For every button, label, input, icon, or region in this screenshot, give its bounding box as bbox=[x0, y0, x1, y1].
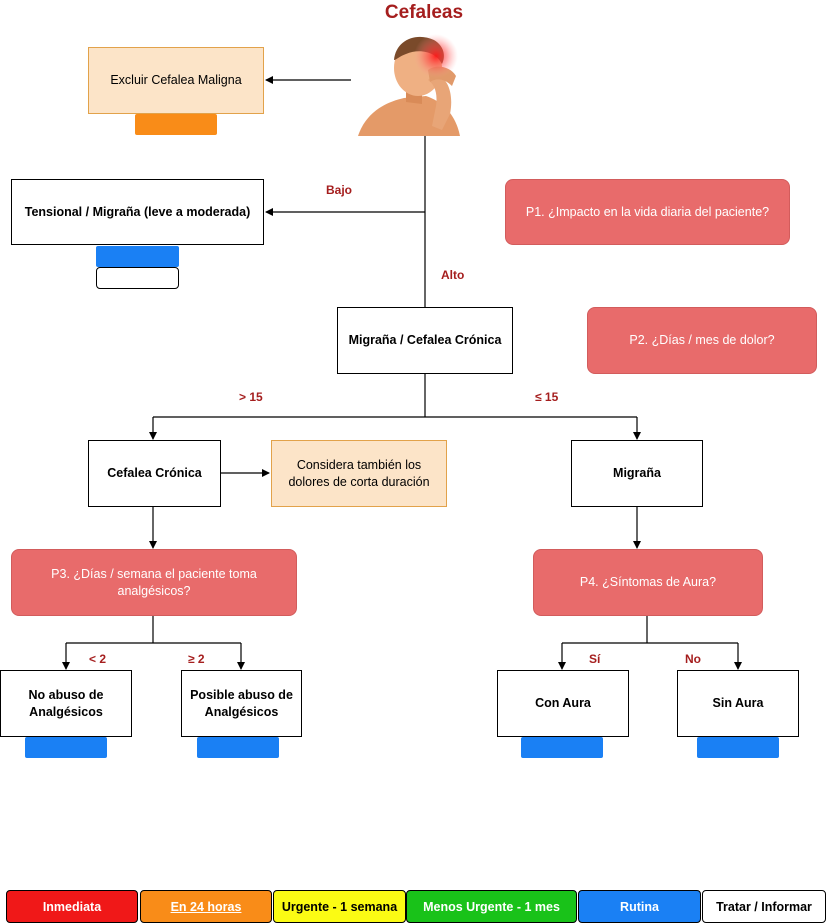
question-p2-node: P2. ¿Días / mes de dolor? bbox=[587, 307, 817, 374]
edge-label-le15: ≤ 15 bbox=[535, 390, 559, 404]
edge-label-gt15: > 15 bbox=[239, 390, 263, 404]
edge-label-ge2: ≥ 2 bbox=[188, 652, 205, 666]
without-aura-node: Sin Aura bbox=[677, 670, 799, 737]
urgency-chip-24h bbox=[135, 114, 217, 135]
with-aura-node: Con Aura bbox=[497, 670, 629, 737]
question-p3-node: P3. ¿Días / semana el paciente toma anal… bbox=[11, 549, 297, 616]
urgency-chip-routine bbox=[521, 737, 603, 758]
short-duration-note-node: Considera también los dolores de corta d… bbox=[271, 440, 447, 507]
question-p1-node: P1. ¿Impacto en la vida diaria del pacie… bbox=[505, 179, 790, 245]
urgency-chip-routine bbox=[197, 737, 279, 758]
edge-label-bajo: Bajo bbox=[326, 183, 353, 197]
urgency-chip-routine bbox=[96, 246, 179, 267]
no-analgesic-abuse-node: No abuso de Analgésicos bbox=[0, 670, 132, 737]
legend-immediate: Inmediata bbox=[6, 890, 138, 923]
edge-label-no: No bbox=[685, 652, 701, 666]
possible-analgesic-abuse-node: Posible abuso de Analgésicos bbox=[181, 670, 302, 737]
urgency-chip-routine bbox=[25, 737, 107, 758]
edge-label-lt2: < 2 bbox=[89, 652, 107, 666]
migraine-node: Migraña bbox=[571, 440, 703, 507]
edge-label-alto: Alto bbox=[441, 268, 465, 282]
exclude-malignant-headache-node: Excluir Cefalea Maligna bbox=[88, 47, 264, 114]
legend-urgent-week: Urgente - 1 semana bbox=[273, 890, 406, 923]
edge-label-si: Sí bbox=[589, 652, 601, 666]
page-title: Cefaleas bbox=[384, 2, 464, 23]
chronic-headache-node: Cefalea Crónica bbox=[88, 440, 221, 507]
migraine-chronic-headache-node: Migraña / Cefalea Crónica bbox=[337, 307, 513, 374]
urgency-chip-treat-inform bbox=[96, 267, 179, 289]
question-p4-node: P4. ¿Síntomas de Aura? bbox=[533, 549, 763, 616]
tensional-migraine-node: Tensional / Migraña (leve a moderada) bbox=[11, 179, 264, 245]
legend-routine: Rutina bbox=[578, 890, 701, 923]
headache-person-icon bbox=[358, 34, 460, 136]
legend-24-hours: En 24 horas bbox=[140, 890, 272, 923]
legend-treat-inform: Tratar / Informar bbox=[702, 890, 826, 923]
urgency-chip-routine bbox=[697, 737, 779, 758]
legend-less-urgent-month: Menos Urgente - 1 mes bbox=[406, 890, 577, 923]
